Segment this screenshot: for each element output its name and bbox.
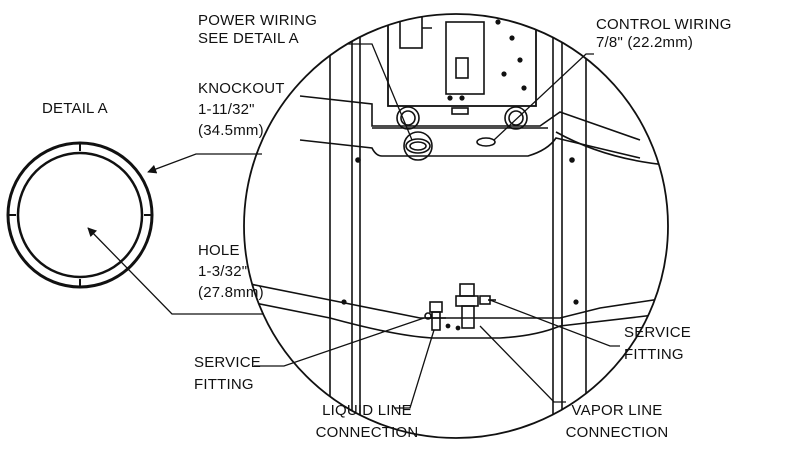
hole-label: HOLE 1-3/32" (27.8mm) [198,242,264,302]
knockout-leader [147,153,262,174]
liquid-line-line1: LIQUID LINE [322,402,412,419]
detail-a-ring [6,141,154,289]
service-fitting-right-leader [489,299,620,347]
service-fitting-right-line2: FITTING [624,346,684,363]
service-fitting-right-line1: SERVICE [624,324,691,341]
hole-size: 1-3/32" [198,263,248,280]
knockout-name: KNOCKOUT [198,80,285,97]
detail-a-callout-circle [403,131,433,161]
knockout-label: KNOCKOUT 1-11/32" (34.5mm) [198,80,285,140]
vapor-line-line2: CONNECTION [565,424,669,441]
service-fitting-left-line1: SERVICE [194,354,261,371]
hole-name: HOLE [198,242,240,259]
power-wiring-line2: SEE DETAIL A [198,30,299,47]
control-wiring-line2: 7/8" (22.2mm) [596,34,694,51]
liquid-line-label: LIQUID LINE CONNECTION [300,402,434,442]
hole-leader [87,227,264,315]
vapor-line-leader [479,325,566,403]
service-fitting-left-label: SERVICE FITTING [194,354,261,394]
callout-leaders [254,43,620,409]
control-wiring-leader [493,53,594,141]
knockout-metric: (34.5mm) [198,122,264,139]
knockout-size: 1-11/32" [198,101,255,118]
vapor-line-line1: VAPOR LINE [571,402,663,419]
hole-metric: (27.8mm) [198,284,264,301]
liquid-line-leader [394,329,435,409]
unit-view [244,14,668,420]
service-fitting-left-line2: FITTING [194,376,254,393]
service-fitting-right-label: SERVICE FITTING [624,324,691,364]
power-wiring-leader [348,43,413,141]
detail-a-title: DETAIL A [42,100,108,117]
power-wiring-line1: POWER WIRING [198,12,318,29]
power-wiring-label: POWER WIRING SEE DETAIL A [198,12,317,48]
control-wiring-line1: CONTROL WIRING [596,16,732,33]
vapor-line-label: VAPOR LINE CONNECTION [548,402,686,442]
control-wiring-label: CONTROL WIRING 7/8" (22.2mm) [596,16,732,52]
liquid-line-line2: CONNECTION [315,424,419,441]
unit-view-outline [243,13,669,439]
service-fitting-left-leader [254,317,425,367]
